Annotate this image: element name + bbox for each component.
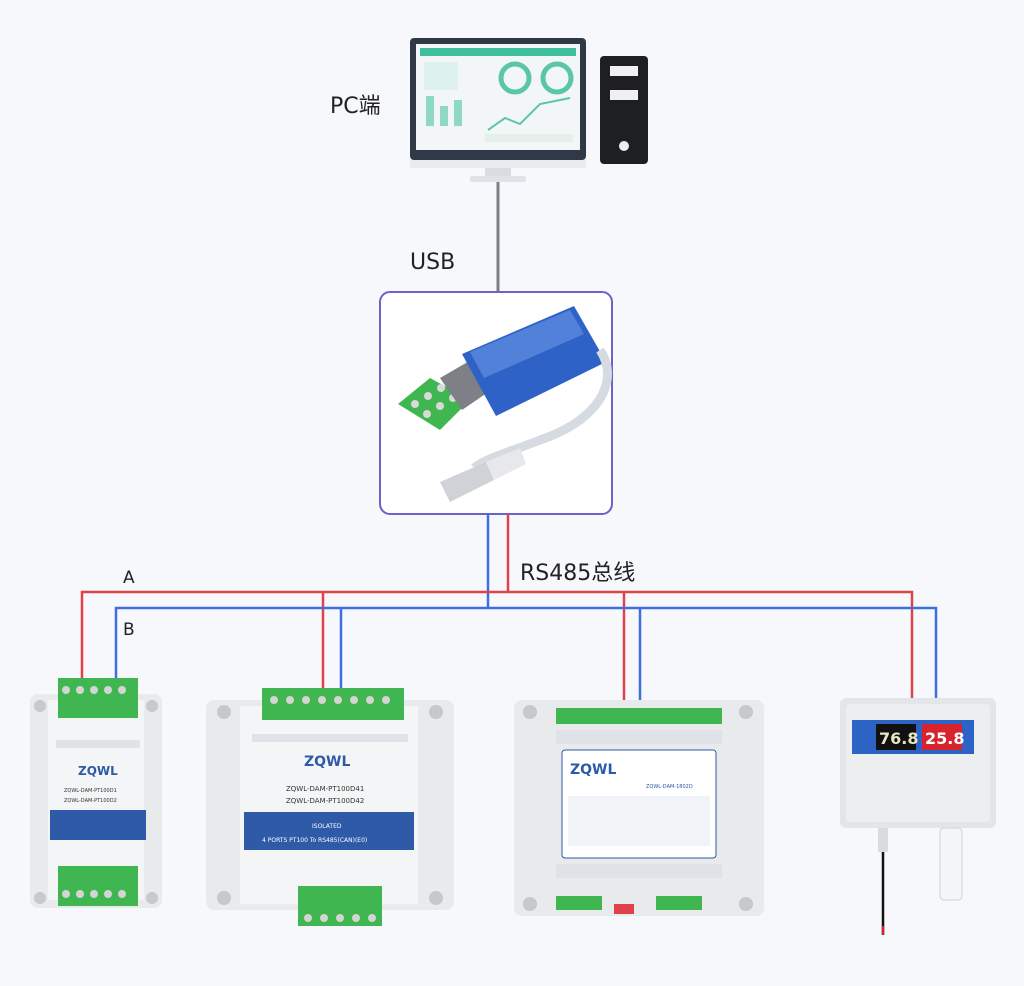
line-b: [114, 606, 938, 700]
rs485-bus: [80, 514, 938, 706]
module-2-banner2: 4 PORTS PT100 To RS485(CAN)(E0): [262, 837, 367, 844]
module-3-model: ZQWL-DAM-1802D: [646, 784, 693, 790]
module-1-model1: ZQWL-DAM-PT100D1: [64, 788, 117, 794]
pc-tower: [600, 56, 648, 164]
module-2-model1: ZQWL-DAM-PT100D41: [286, 785, 364, 793]
rs485-bus-label: RS485总线: [520, 561, 636, 586]
line-a-label: A: [123, 568, 135, 588]
module-2-model2: ZQWL-DAM-PT100D42: [286, 797, 364, 805]
module-1-brand: ZQWL: [78, 764, 118, 778]
usb-label: USB: [410, 250, 456, 275]
temp-humidity-sensor: 76.8 25.8: [840, 698, 996, 935]
sensor-reading-2: 25.8: [925, 729, 964, 748]
module-1-model2: ZQWL-DAM-PT100D2: [64, 798, 117, 804]
pc-monitor: [410, 38, 586, 182]
module-2-banner1: ISOLATED: [312, 823, 342, 830]
module-2: ZQWL ZQWL-DAM-PT100D41 ZQWL-DAM-PT100D42…: [206, 688, 454, 926]
usb-rs485-converter: [379, 291, 613, 515]
module-2-brand: ZQWL: [304, 754, 350, 770]
sensor-reading-1: 76.8: [879, 729, 918, 748]
line-b-label: B: [123, 620, 135, 640]
module-1: ZQWL ZQWL-DAM-PT100D1 ZQWL-DAM-PT100D2: [30, 678, 162, 908]
module-3: ZQWL ZQWL-DAM-1802D: [514, 700, 764, 916]
line-a: [80, 590, 914, 700]
module-3-brand: ZQWL: [570, 762, 616, 778]
pc-label: PC端: [330, 94, 381, 119]
